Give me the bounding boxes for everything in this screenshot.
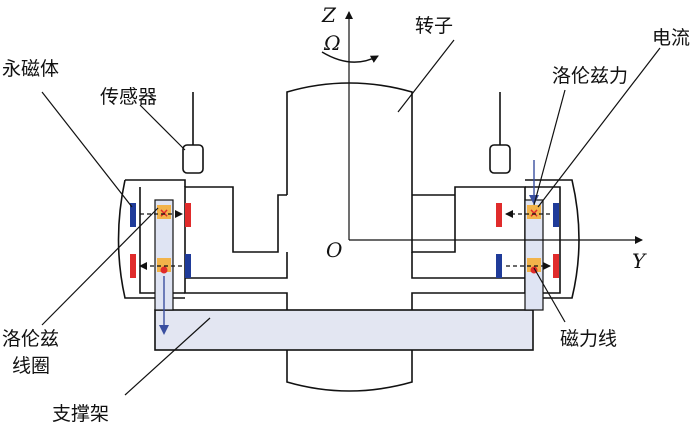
right-magnet-blue-bottom — [496, 254, 502, 278]
left-coil-cross-icon: × — [159, 206, 169, 220]
origin-label: O — [326, 238, 342, 262]
left-magnet-blue-top — [130, 203, 136, 227]
leader-lorentz-force — [533, 89, 566, 206]
lorentz-force-label: 洛伦兹力 — [552, 65, 628, 87]
rotor-inner-step-left — [185, 252, 288, 279]
right-coil-conductor-bottom — [527, 258, 541, 272]
left-housing — [117, 179, 186, 299]
omega-label: Ω — [323, 31, 341, 55]
right-magnet-red-top — [496, 203, 502, 227]
leader-magnetic-field — [533, 267, 566, 323]
rotor-outline — [184, 82, 526, 310]
current-label: 电流 — [652, 27, 690, 49]
support-frame-plate — [154, 309, 534, 351]
magnetic-field-line-label: 磁力线 — [560, 328, 617, 350]
rotor-inner-step-right — [411, 252, 525, 279]
leader-permanent-magnet — [41, 91, 133, 208]
sensor-label: 传感器 — [100, 86, 157, 108]
permanent-magnet-label: 永磁体 — [2, 58, 59, 80]
rotation-arrow-icon — [321, 51, 379, 63]
left-magnet-red-bottom — [130, 254, 136, 278]
y-axis-label: Y — [632, 249, 647, 273]
left-magnet-red-top — [185, 203, 191, 227]
leader-sensor — [139, 104, 186, 151]
right-sensor — [489, 144, 511, 174]
left-sensor — [182, 144, 204, 174]
leader-support-frame — [124, 317, 211, 396]
support-frame-label: 支撑架 — [52, 403, 109, 425]
lorentz-coil-label-line2: 线圈 — [12, 355, 50, 377]
left-coil-conductor-bottom — [157, 258, 171, 272]
left-coil-dot-icon — [160, 266, 168, 274]
right-coil-conductor-top — [527, 205, 541, 219]
left-coil-conductor-top — [157, 205, 171, 219]
right-magnet-red-bottom — [553, 254, 559, 278]
leader-current — [537, 47, 661, 208]
right-coil-cross-icon: × — [529, 206, 539, 220]
rotor-label: 转子 — [415, 15, 453, 37]
leader-rotor — [397, 39, 455, 113]
rotor-bottom-stub — [286, 350, 413, 392]
right-magnet-blue-top — [553, 203, 559, 227]
leader-lorentz-coil — [41, 207, 159, 326]
left-magnet-blue-bottom — [185, 254, 191, 278]
lorentz-coil-label-line1: 洛伦兹 — [2, 328, 59, 350]
z-axis-label: Z — [321, 3, 337, 27]
